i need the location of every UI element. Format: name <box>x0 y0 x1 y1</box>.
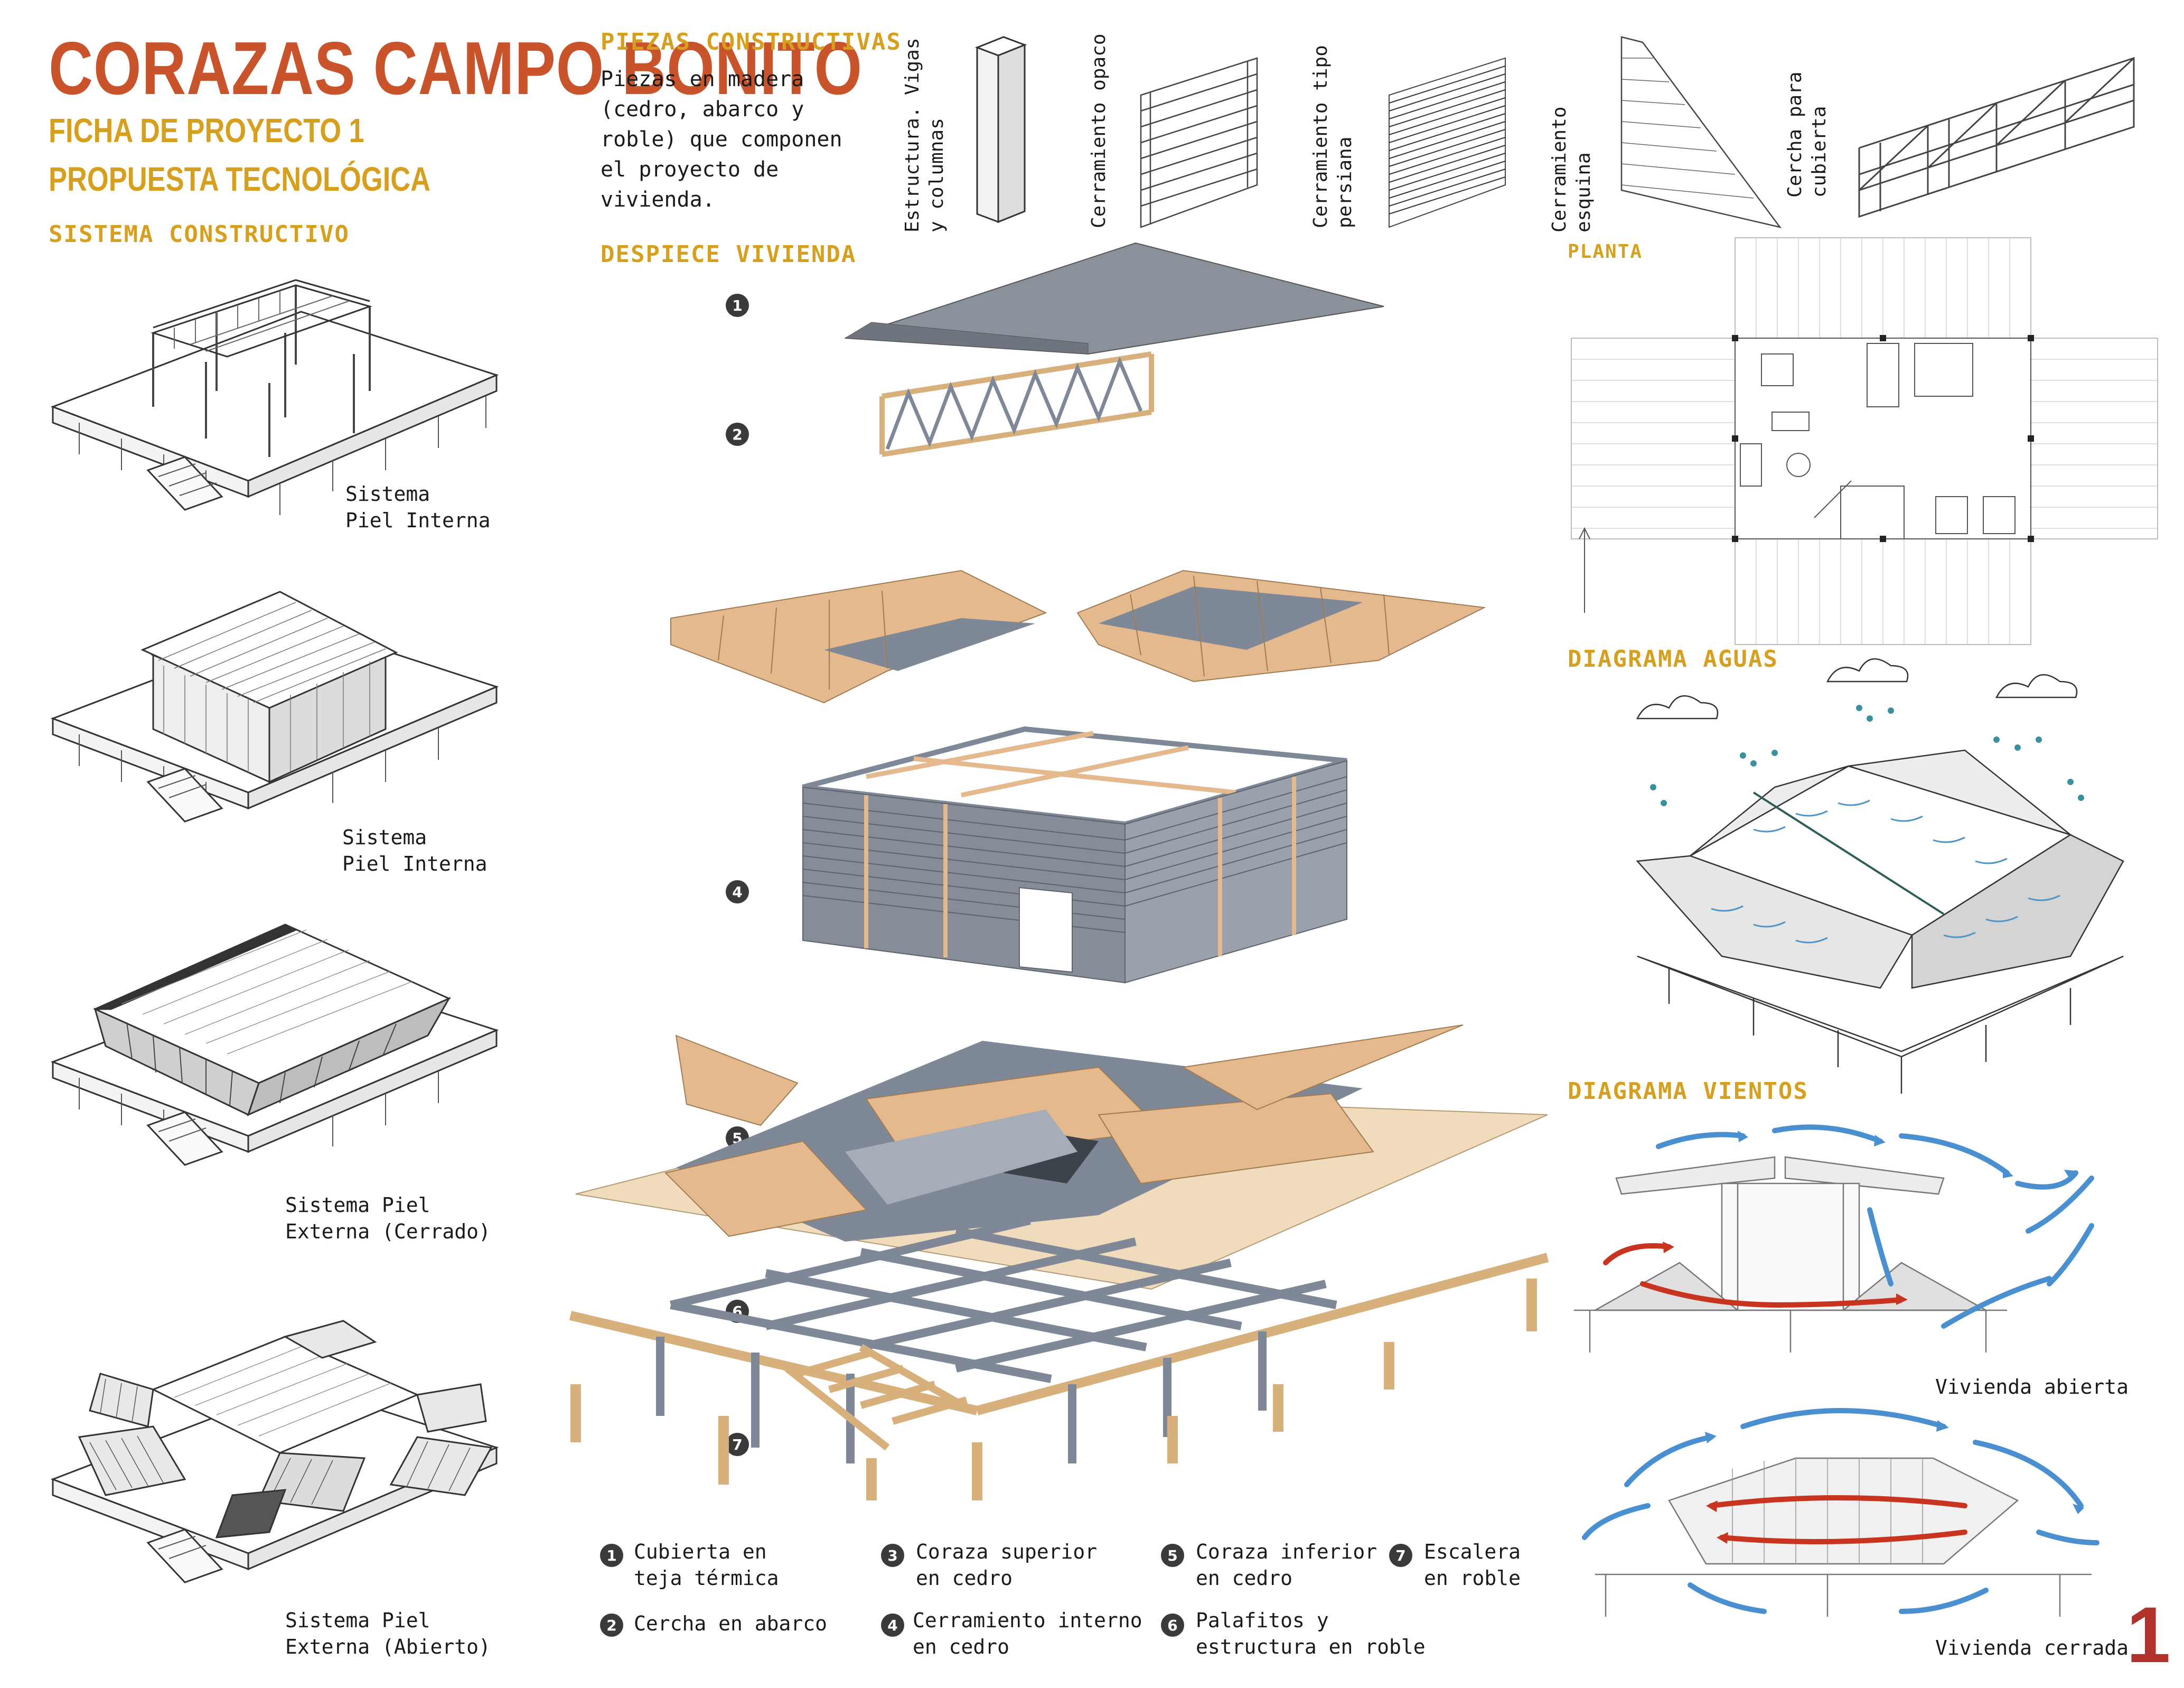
sistema-piel-interna-drawing <box>50 591 499 823</box>
legend-marker-1: 1 <box>600 1544 623 1567</box>
legend-marker-5: 5 <box>1161 1544 1184 1567</box>
legend-text-2: Cercha en abarco <box>634 1612 828 1635</box>
project-subtitle-2: PROPUESTA TECNOLÓGICA <box>49 160 431 198</box>
legend-text-5: Coraza inferior en cedro <box>1196 1540 1377 1590</box>
vivienda-abierta-label: Vivienda abierta <box>1935 1375 2129 1398</box>
despiece-coraza-inferior-drawing <box>575 1024 1548 1290</box>
sistema-label-4: Sistema Piel Externa (Abierto) <box>285 1609 491 1658</box>
legend-text-7: Escalera en roble <box>1424 1540 1521 1590</box>
vientos-abierta-diagram <box>1574 1124 2094 1353</box>
planta-heading: PLANTA <box>1568 241 1643 263</box>
despiece-estructura-palafitos-drawing <box>569 1216 1549 1500</box>
project-subtitle-1: FICHA DE PROYECTO 1 <box>49 111 364 150</box>
pieza-cerramiento-persiana-drawing <box>1389 57 1506 228</box>
pieza-label-cercha: Cercha para cubierta <box>1784 71 1830 198</box>
pieza-cercha-drawing <box>1858 57 2135 218</box>
legend-marker-4: 4 <box>881 1614 904 1637</box>
despiece-cubierta-drawing <box>844 242 1384 355</box>
legend-text-4: Cerramiento interno en cedro <box>913 1609 1142 1658</box>
pieza-label-persiana: Cerramiento tipo persiana <box>1310 45 1356 228</box>
legend-text-3: Coraza superior en cedro <box>916 1540 1098 1590</box>
legend-text-6: Palafitos y estructura en roble <box>1196 1609 1426 1658</box>
legend-marker-2: 2 <box>600 1614 623 1637</box>
sistema-label-2: Sistema Piel Interna <box>342 826 488 875</box>
aguas-diagram <box>1636 658 2124 1094</box>
vientos-cerrada-diagram <box>1582 1408 2099 1617</box>
legend-marker-7: 7 <box>1389 1544 1412 1567</box>
despiece-heading: DESPIECE VIVIENDA <box>601 241 857 268</box>
pieza-cerramiento-opaco-drawing <box>1140 57 1258 228</box>
planta-drawing <box>1571 237 2158 645</box>
legend-marker-3: 3 <box>881 1544 904 1567</box>
pieza-label-opaco: Cerramiento opaco <box>1088 33 1110 228</box>
pieza-cerramiento-esquina-drawing <box>1620 36 1782 228</box>
despiece-marker-7: 7 <box>726 1433 749 1456</box>
sistema-piel-externa-cerrado-drawing <box>50 924 499 1166</box>
legend-marker-6: 6 <box>1161 1614 1184 1637</box>
sistema-label-1: Sistema Piel Interna <box>345 482 491 532</box>
sistema-label-3: Sistema Piel Externa (Cerrado) <box>285 1193 491 1243</box>
legend-text-1: Cubierta en teja térmica <box>634 1540 779 1590</box>
vientos-heading: DIAGRAMA VIENTOS <box>1568 1078 1808 1105</box>
despiece-cerramiento-interno-drawing <box>802 726 1348 984</box>
despiece-marker-1: 1 <box>726 294 749 317</box>
piezas-description: Piezas en madera (cedro, abarco y roble)… <box>601 67 842 212</box>
pieza-label-estructura: Estructura. Vigas y columnas <box>902 38 948 232</box>
aguas-heading: DIAGRAMA AGUAS <box>1568 646 1778 673</box>
vivienda-cerrada-label: Vivienda cerrada <box>1935 1636 2129 1659</box>
despiece-marker-4: 4 <box>726 880 749 903</box>
sistema-piel-externa-abierto-drawing <box>50 1320 499 1583</box>
sistema-constructivo-heading: SISTEMA CONSTRUCTIVO <box>49 221 350 248</box>
project-title: CORAZAS CAMPO BONITO <box>49 26 863 110</box>
pieza-estructura-drawing <box>974 36 1027 223</box>
page-number: 1 <box>2126 1590 2171 1679</box>
pieza-label-esquina: Cerramiento esquina <box>1549 106 1595 232</box>
sistema-estructura-drawing <box>50 279 499 515</box>
despiece-cercha-drawing <box>879 351 1154 457</box>
piezas-heading: PIEZAS CONSTRUCTIVAS <box>601 29 902 55</box>
despiece-coraza-superior-drawing <box>670 570 1486 704</box>
despiece-marker-2: 2 <box>726 423 749 446</box>
